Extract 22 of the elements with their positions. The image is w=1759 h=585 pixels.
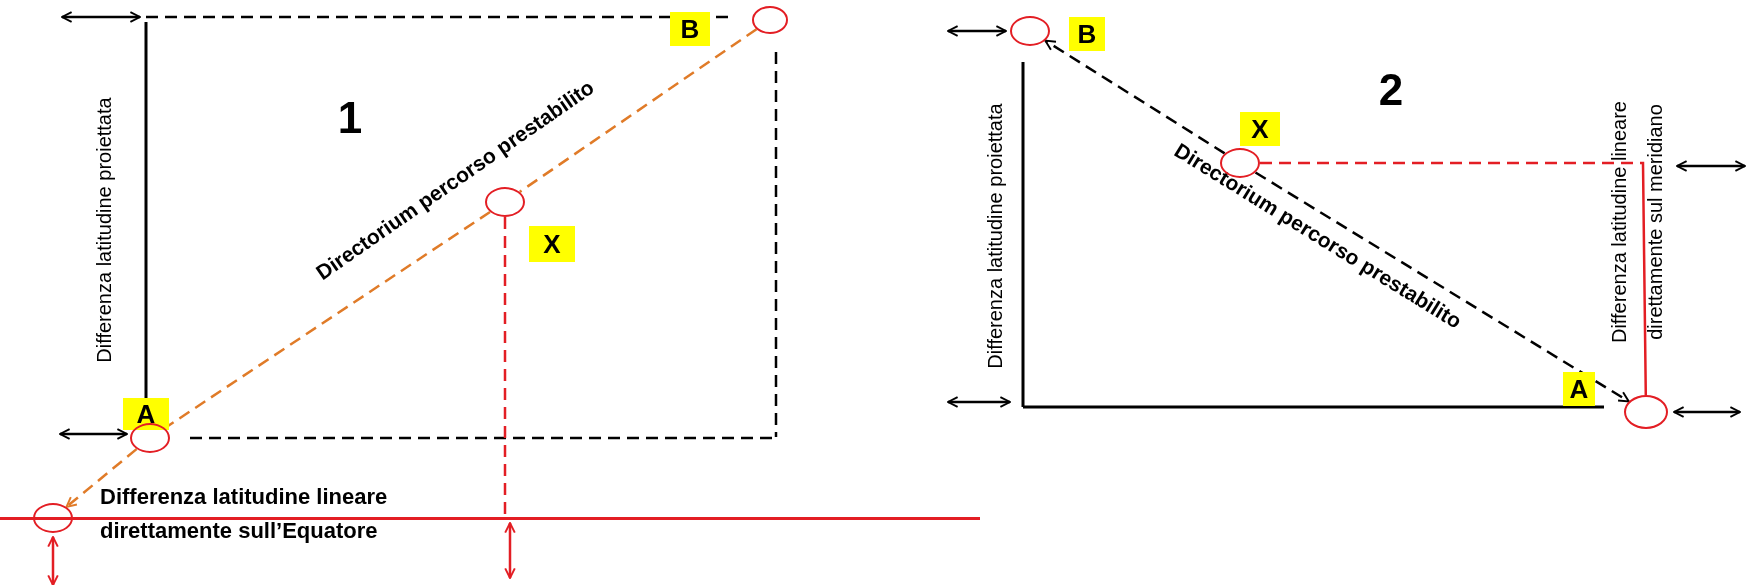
point-tag: A	[1563, 372, 1595, 406]
equator-line	[0, 516, 980, 520]
point-circle	[130, 423, 170, 453]
point-tag: B	[1069, 17, 1105, 51]
axis-label: Differenza latitudine lineare direttamente sull’Equatore	[100, 483, 389, 545]
arrow	[1044, 39, 1226, 155]
point-tag: X	[529, 226, 575, 262]
point-circle	[1624, 395, 1668, 429]
point-tag: B	[670, 12, 710, 46]
panel-number: 2	[1378, 65, 1404, 115]
connector-line	[503, 217, 507, 517]
axis-label: Differenza latitudine lineare direttamente sul meridiano	[1607, 100, 1667, 345]
point-circle	[1220, 148, 1260, 178]
panel-number: 1	[337, 93, 363, 143]
axis-label: Differenza latitudine proiettata	[92, 97, 116, 363]
connector-line	[519, 28, 758, 193]
point-tag: A	[123, 398, 169, 430]
arrow	[65, 448, 138, 508]
point-tag: X	[1240, 112, 1280, 146]
point-circle	[1010, 16, 1050, 46]
point-circle	[752, 6, 788, 34]
axis-label: Differenza latitudine proiettata	[983, 103, 1007, 369]
